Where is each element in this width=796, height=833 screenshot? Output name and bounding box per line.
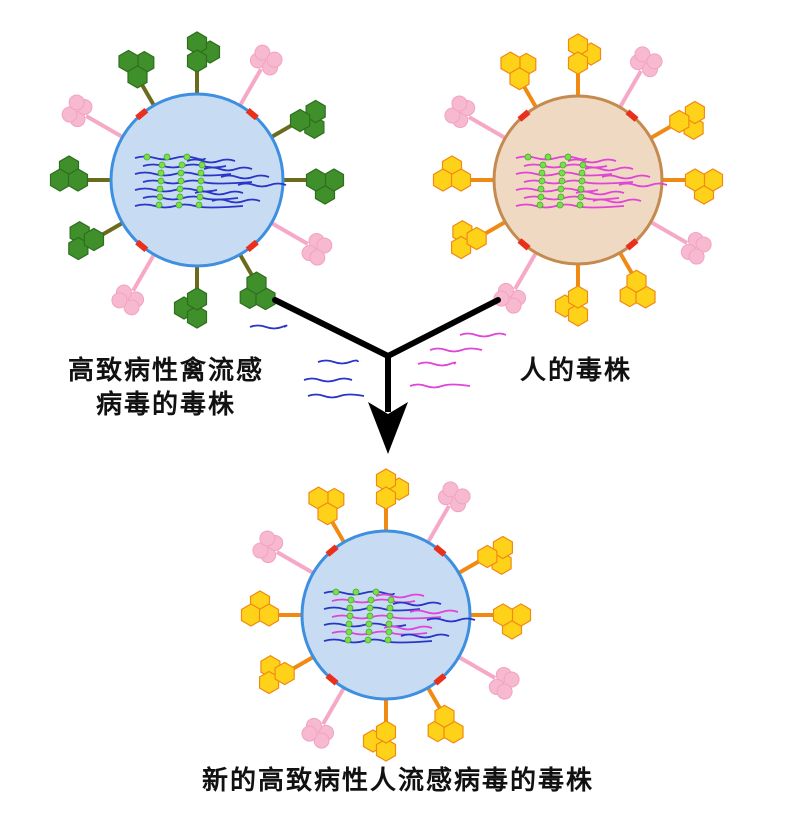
- membrane-protein: [245, 107, 259, 121]
- membrane-protein: [433, 673, 447, 686]
- arrow-head: [368, 402, 408, 454]
- blue-rna-fragment: [249, 324, 288, 330]
- hemagglutinin-spike: [617, 250, 656, 309]
- rna-segment: [331, 596, 442, 607]
- hemagglutinin-spike: [456, 535, 514, 576]
- loose-rna-segments: [249, 324, 507, 399]
- hemagglutinin-spike: [425, 685, 464, 744]
- rna-segment: [142, 161, 253, 172]
- rna-segment: [515, 185, 625, 196]
- rna-segment: [331, 612, 476, 623]
- hemagglutinin-spike: [554, 262, 589, 327]
- hemagglutinin-spike: [468, 603, 532, 640]
- rna-segment: [134, 201, 244, 209]
- new-strain-label: 新的高致病性人流感病毒的毒株: [201, 766, 594, 796]
- neuraminidase-spike: [61, 94, 126, 140]
- blue-rna-fragment: [317, 359, 359, 365]
- rna-segment: [323, 604, 459, 615]
- membrane-protein: [625, 109, 639, 122]
- membrane-protein: [625, 238, 639, 251]
- pink-rna-fragment: [459, 332, 507, 338]
- rna-segment: [134, 153, 236, 164]
- human-strain-label: 人的毒株: [520, 356, 633, 386]
- rna-segment: [523, 177, 668, 188]
- membrane-protein: [517, 238, 531, 251]
- avian-label-line1: 高致病性禽流感: [67, 356, 264, 386]
- membrane-protein: [135, 107, 149, 121]
- rna-segment: [323, 636, 433, 644]
- hemagglutinin-spike: [68, 220, 126, 261]
- rna-segment: [515, 169, 651, 180]
- hemagglutinin-spike: [567, 33, 602, 98]
- neuraminidase-spike: [444, 95, 508, 141]
- hemagglutinin-spike: [648, 100, 706, 141]
- neuraminidase-spike: [111, 251, 157, 316]
- arrow-left-branch: [272, 297, 391, 359]
- rna-segment: [323, 588, 425, 599]
- hemagglutinin-spike: [451, 219, 508, 260]
- hemagglutinin-spike: [308, 486, 347, 545]
- hemagglutinin-spike: [186, 31, 221, 96]
- human-flu-virus: [432, 33, 724, 327]
- blue-rna-fragment: [307, 393, 365, 399]
- rna-segment: [523, 193, 642, 204]
- rna-segment: [142, 177, 287, 188]
- rna-segment: [134, 185, 244, 196]
- avian-strain-label: 高致病性禽流感 病毒的毒株: [46, 354, 286, 422]
- membrane-protein: [135, 239, 149, 253]
- hemagglutinin-spike: [362, 697, 397, 762]
- rna-segment: [134, 169, 270, 180]
- hemagglutinin-spike: [281, 168, 345, 205]
- hemagglutinin-spike: [500, 51, 539, 110]
- membrane-protein: [433, 544, 447, 557]
- neuraminidase-spike: [268, 220, 333, 266]
- hemagglutinin-spike: [268, 99, 326, 140]
- avian-flu-virus: [49, 31, 345, 329]
- neuraminidase-spike: [425, 481, 471, 545]
- hemagglutinin-spike: [259, 654, 316, 695]
- arrow-right-branch: [385, 297, 501, 359]
- neuraminidase-spike: [456, 654, 520, 700]
- membrane-protein: [245, 239, 259, 253]
- hemagglutinin-spike: [432, 155, 496, 192]
- pink-rna-fragment: [429, 347, 483, 353]
- rna-segment: [323, 620, 433, 631]
- blue-rna-fragment: [303, 377, 353, 383]
- neuraminidase-spike: [617, 46, 663, 110]
- pink-rna-fragment: [409, 383, 471, 389]
- hemagglutinin-spike: [660, 168, 724, 205]
- rna-segment: [515, 153, 617, 164]
- neuraminidase-spike: [648, 219, 712, 265]
- hemagglutinin-spike: [118, 49, 157, 109]
- rna-segment: [515, 201, 625, 209]
- hemagglutinin-spike: [173, 264, 208, 329]
- neuraminidase-spike: [493, 250, 539, 314]
- hemagglutinin-spike: [49, 155, 113, 192]
- membrane-protein: [517, 109, 531, 122]
- hemagglutinin-spike: [240, 590, 304, 627]
- pink-rna-fragment: [417, 361, 457, 367]
- membrane-protein: [325, 544, 339, 557]
- neuraminidase-spike: [252, 530, 316, 576]
- merge-arrow: [272, 297, 501, 454]
- new-reassortant-virus: [240, 468, 532, 762]
- hemagglutinin-spike: [237, 251, 276, 311]
- rna-segment: [523, 161, 634, 172]
- neuraminidase-spike: [237, 44, 283, 109]
- membrane-protein: [325, 673, 339, 686]
- neuraminidase-spike: [301, 685, 347, 749]
- hemagglutinin-spike: [375, 468, 410, 533]
- rna-segment: [142, 193, 261, 204]
- avian-label-line2: 病毒的毒株: [95, 390, 236, 420]
- rna-segment: [331, 628, 450, 639]
